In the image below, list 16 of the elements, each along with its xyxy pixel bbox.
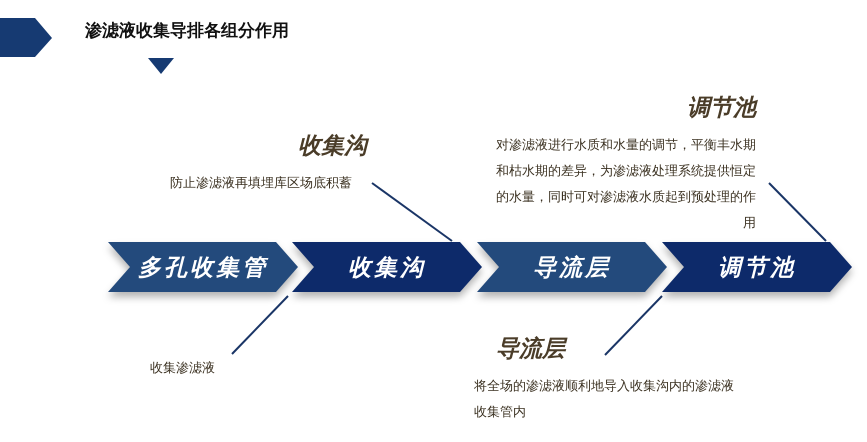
chevron-step: 导流层: [477, 242, 667, 292]
chevron-step: 收集沟: [292, 242, 482, 292]
callout-heading: 收集沟: [298, 130, 367, 161]
chevron-step: 调节池: [662, 242, 852, 292]
leader-line: [231, 295, 289, 355]
callout-text: 防止渗滤液再填埋库区场底积蓄: [170, 175, 353, 193]
leader-line: [371, 182, 453, 242]
callout-text: 收集渗滤液: [150, 360, 216, 378]
title: 渗滤液收集导排各组分作用: [85, 20, 289, 42]
callout-text: 对渗滤液进行水质和水量的调节，平衡丰水期和枯水期的差异，为渗滤液处理系统提供恒定的水量，同时可对渗滤液水质起到预处理的作用: [495, 137, 756, 233]
callout-heading: 调节池: [687, 93, 756, 123]
chevron-step: 多孔收集管: [108, 242, 298, 292]
leader-line: [604, 295, 663, 356]
callout-heading: 导流层: [496, 333, 565, 364]
callout-text: 将全场的渗滤液顺利地导入收集沟内的渗滤液收集管内: [474, 378, 735, 422]
leader-line: [768, 182, 827, 242]
